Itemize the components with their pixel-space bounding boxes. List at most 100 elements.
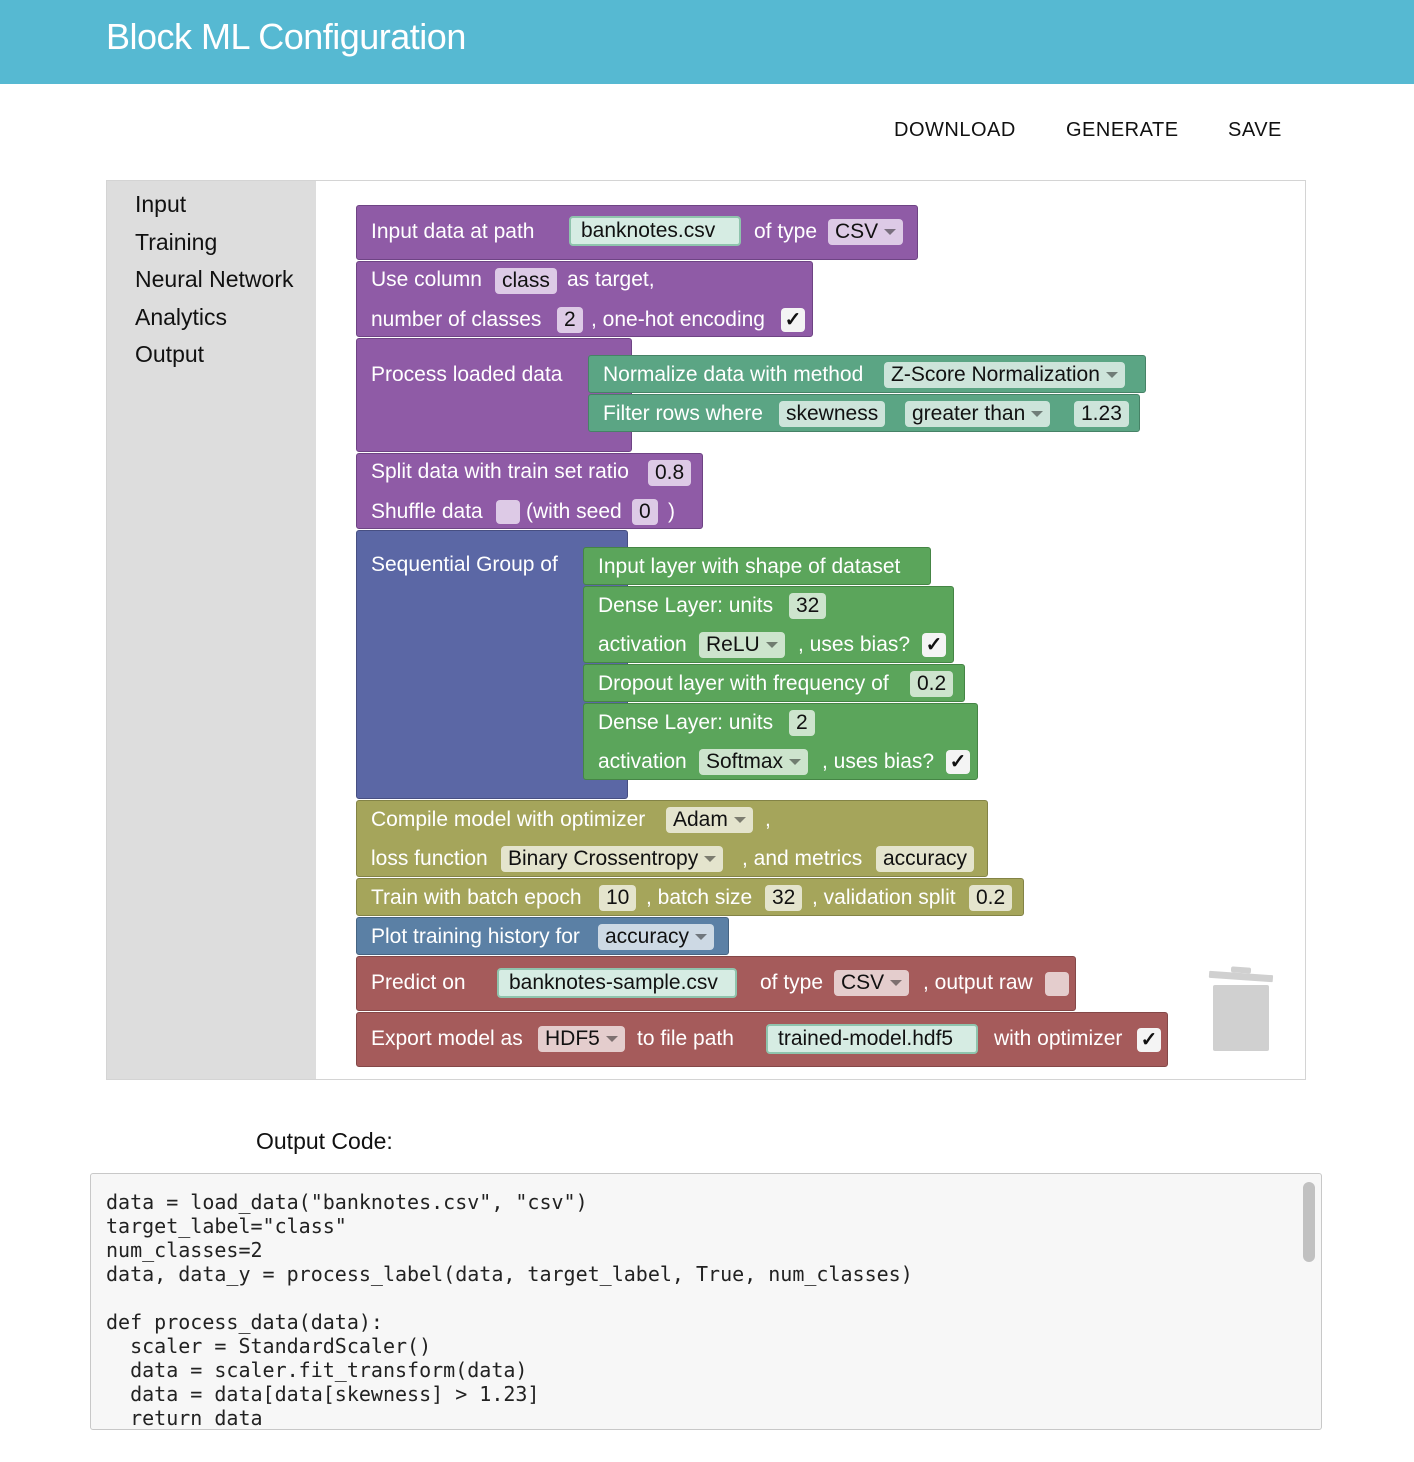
output-raw-checkbox[interactable] — [1045, 972, 1069, 996]
train-block[interactable]: Train with batch epoch 10 , batch size 3… — [356, 878, 1024, 916]
export-path-field[interactable]: trained-model.hdf5 — [766, 1024, 978, 1054]
toolbox-category-input[interactable]: Input — [135, 191, 187, 217]
seed-field[interactable]: 0 — [632, 499, 658, 525]
target-column-field[interactable]: class — [495, 268, 557, 294]
plot-history-block[interactable]: Plot training history for accuracy — [356, 917, 729, 955]
download-button[interactable]: DOWNLOAD — [894, 119, 1016, 141]
compile-label: Compile model with optimizer — [371, 808, 646, 831]
process-data-block[interactable]: Process loaded data — [356, 338, 632, 452]
batch-size-label: , batch size — [646, 886, 753, 909]
uses-bias-checkbox[interactable]: ✓ — [946, 750, 970, 774]
input-type-dropdown[interactable]: CSV — [828, 219, 904, 245]
normalize-block[interactable]: Normalize data with method Z-Score Norma… — [588, 355, 1146, 393]
chevron-down-icon — [605, 1036, 618, 1043]
filter-rows-block[interactable]: Filter rows where skewness greater than … — [588, 394, 1140, 432]
dense-layer-block-2[interactable]: Dense Layer: units 2 activation Softmax … — [583, 703, 978, 780]
predict-type-label: of type — [760, 971, 824, 994]
dropout-label: Dropout layer with frequency of — [598, 672, 889, 695]
save-button[interactable]: SAVE — [1228, 119, 1282, 141]
optimizer-dropdown[interactable]: Adam — [666, 807, 753, 833]
dropout-rate-field[interactable]: 0.2 — [910, 671, 954, 697]
filter-value-field[interactable]: 1.23 — [1074, 401, 1129, 427]
activation-label: activation — [598, 633, 687, 656]
with-optimizer-checkbox[interactable]: ✓ — [1137, 1028, 1161, 1052]
train-epoch-label: Train with batch epoch — [371, 886, 582, 909]
shuffle-checkbox[interactable] — [496, 500, 520, 524]
sequential-group-block[interactable]: Sequential Group of — [356, 530, 628, 799]
app-header: Block ML Configuration — [0, 0, 1414, 84]
metrics-field[interactable]: accuracy — [876, 846, 975, 872]
split-data-label: Split data with train set ratio — [371, 460, 629, 483]
normalize-method-value: Z-Score Normalization — [891, 363, 1100, 386]
validation-split-label: , validation split — [812, 886, 956, 909]
activation-dropdown[interactable]: Softmax — [699, 749, 809, 775]
filter-column-field[interactable]: skewness — [779, 401, 886, 427]
trash-icon[interactable] — [1207, 965, 1277, 1055]
chevron-down-icon — [890, 980, 903, 987]
target-column-block[interactable]: Use column class as target, number of cl… — [356, 261, 813, 337]
chevron-down-icon — [704, 856, 717, 863]
loss-function-dropdown[interactable]: Binary Crossentropy — [501, 846, 724, 872]
code-scrollbar[interactable] — [1303, 1182, 1315, 1262]
toolbox-category-neural-network[interactable]: Neural Network — [135, 266, 294, 292]
loss-function-value: Binary Crossentropy — [508, 847, 699, 870]
dense-units-field[interactable]: 32 — [789, 593, 827, 619]
predict-block[interactable]: Predict on banknotes-sample.csv of type … — [356, 956, 1076, 1011]
export-label: Export model as — [371, 1027, 523, 1050]
metrics-label: , and metrics — [742, 847, 863, 870]
export-model-block[interactable]: Export model as HDF5 to file path traine… — [356, 1012, 1168, 1067]
predict-type-dropdown[interactable]: CSV — [834, 970, 910, 996]
compile-model-block[interactable]: Compile model with optimizer Adam , loss… — [356, 800, 988, 877]
predict-path-field[interactable]: banknotes-sample.csv — [497, 968, 737, 998]
seed-close-paren: ) — [668, 500, 675, 523]
chevron-down-icon — [884, 229, 897, 236]
generate-button[interactable]: GENERATE — [1066, 119, 1179, 141]
chevron-down-icon — [1105, 372, 1118, 379]
input-type-label: of type — [754, 220, 818, 243]
process-data-label: Process loaded data — [371, 363, 563, 386]
activation-label: activation — [598, 750, 687, 773]
input-data-label: Input data at path — [371, 220, 535, 243]
batch-size-field[interactable]: 32 — [765, 885, 803, 911]
filter-operator-dropdown[interactable]: greater than — [905, 401, 1051, 427]
one-hot-label: , one-hot encoding — [591, 308, 765, 331]
output-raw-label: , output raw — [923, 971, 1033, 994]
normalize-method-dropdown[interactable]: Z-Score Normalization — [884, 362, 1125, 388]
dropout-layer-block[interactable]: Dropout layer with frequency of 0.2 — [583, 664, 965, 702]
dense-units-field[interactable]: 2 — [789, 710, 815, 736]
compile-comma: , — [765, 808, 771, 831]
toolbox-category-output[interactable]: Output — [135, 341, 205, 367]
optimizer-value: Adam — [673, 808, 728, 831]
chevron-down-icon — [765, 642, 778, 649]
toolbox-category-training[interactable]: Training — [135, 229, 218, 255]
one-hot-checkbox[interactable]: ✓ — [781, 308, 805, 332]
block-workspace[interactable]: Input Training Neural Network Analytics … — [106, 180, 1306, 1080]
input-layer-block[interactable]: Input layer with shape of dataset — [583, 547, 931, 585]
input-layer-label: Input layer with shape of dataset — [598, 555, 901, 578]
dense-layer-block-1[interactable]: Dense Layer: units 32 activation ReLU , … — [583, 586, 954, 663]
file-path-label: to file path — [637, 1027, 734, 1050]
input-data-block[interactable]: Input data at path banknotes.csv of type… — [356, 205, 918, 260]
input-type-value: CSV — [835, 220, 879, 243]
plot-history-label: Plot training history for — [371, 925, 580, 948]
loss-function-label: loss function — [371, 847, 488, 870]
chevron-down-icon — [695, 934, 708, 941]
export-format-dropdown[interactable]: HDF5 — [538, 1026, 625, 1052]
activation-dropdown[interactable]: ReLU — [699, 632, 785, 658]
dense-units-label: Dense Layer: units — [598, 594, 774, 617]
plot-metric-dropdown[interactable]: accuracy — [598, 924, 715, 950]
num-classes-label: number of classes — [371, 308, 542, 331]
use-column-label: Use column — [371, 268, 482, 291]
output-code-box[interactable]: data = load_data("banknotes.csv", "csv")… — [90, 1173, 1322, 1430]
activation-value: Softmax — [706, 750, 784, 773]
predict-on-label: Predict on — [371, 971, 466, 994]
split-data-block[interactable]: Split data with train set ratio 0.8 Shuf… — [356, 453, 703, 529]
input-path-field[interactable]: banknotes.csv — [569, 216, 741, 246]
train-ratio-field[interactable]: 0.8 — [648, 460, 692, 486]
toolbox-category-analytics[interactable]: Analytics — [135, 304, 228, 330]
validation-split-field[interactable]: 0.2 — [969, 885, 1013, 911]
output-code: data = load_data("banknotes.csv", "csv")… — [106, 1190, 913, 1430]
num-classes-field[interactable]: 2 — [557, 307, 583, 333]
uses-bias-checkbox[interactable]: ✓ — [922, 633, 946, 657]
epochs-field[interactable]: 10 — [599, 885, 637, 911]
